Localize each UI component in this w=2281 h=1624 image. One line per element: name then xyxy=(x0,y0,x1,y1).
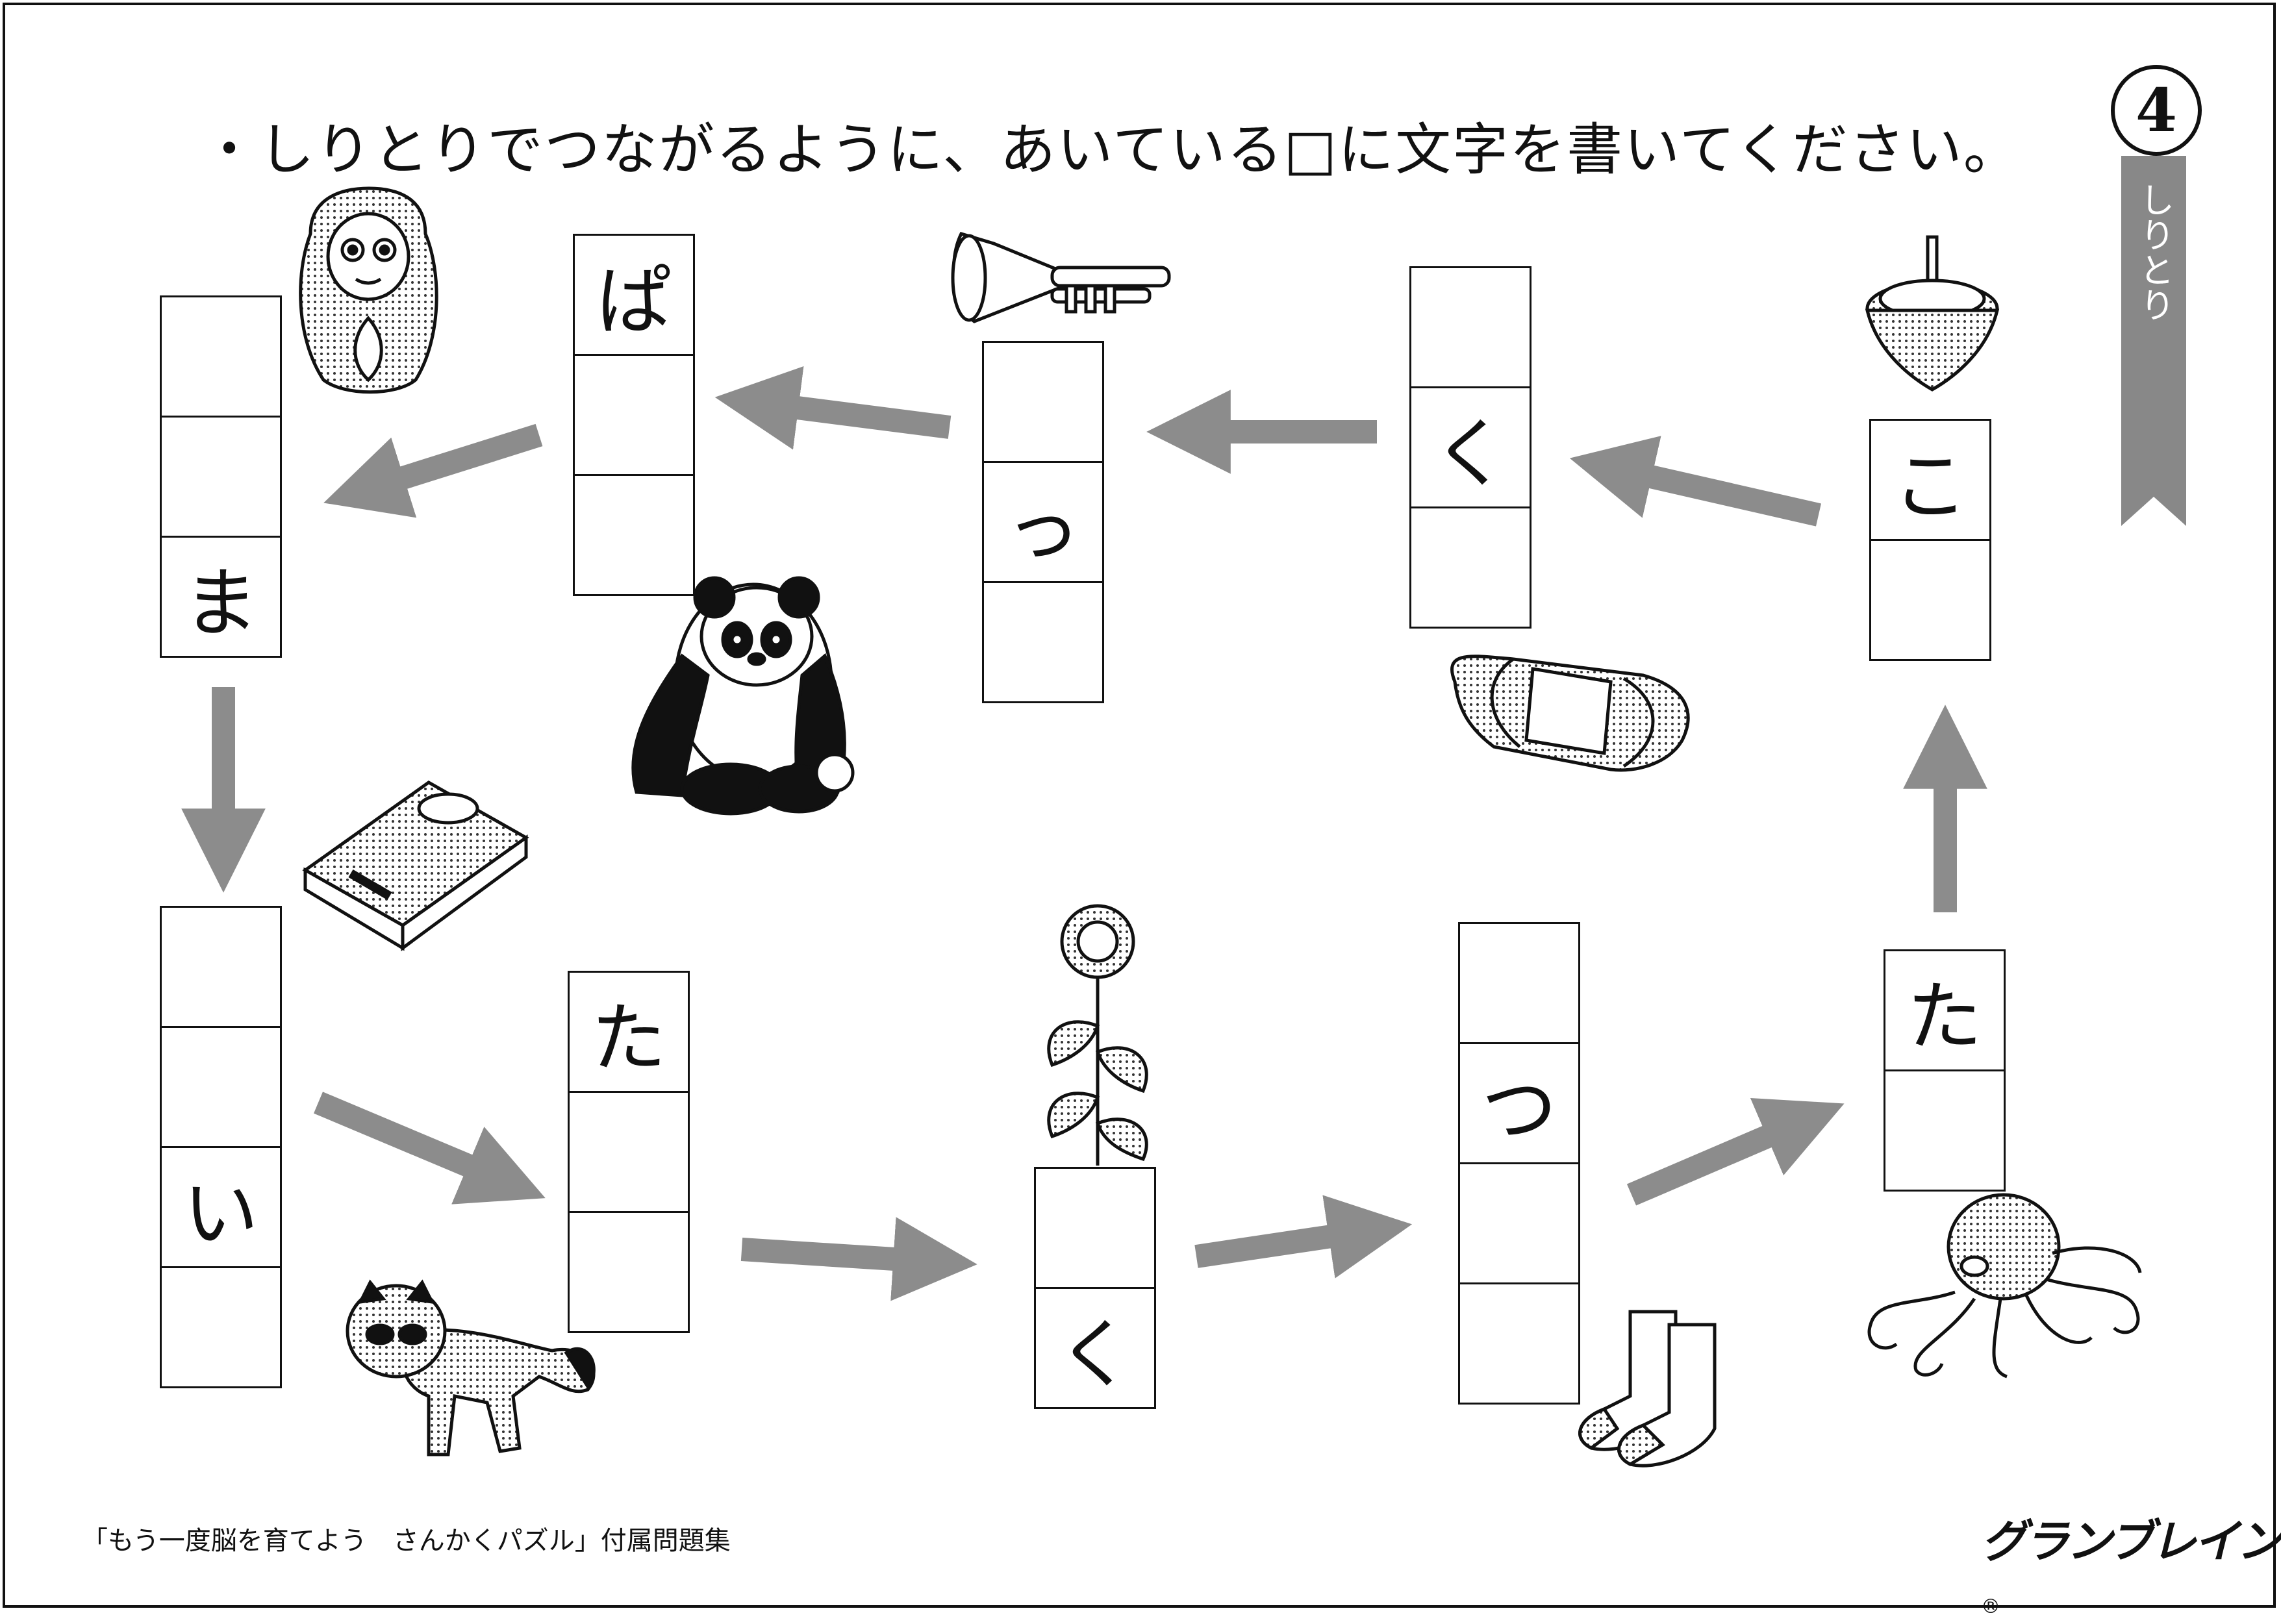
cutting-board-illustration xyxy=(302,781,529,951)
answer-cell[interactable] xyxy=(1458,1282,1580,1405)
answer-cell[interactable]: っ xyxy=(982,461,1104,583)
brand-logo: グランブレイン ® xyxy=(1981,1505,2281,1624)
answer-cell[interactable] xyxy=(982,341,1104,463)
answer-cell[interactable] xyxy=(1409,266,1531,388)
answer-cell[interactable] xyxy=(1869,539,1991,661)
answer-column-rappa: っ xyxy=(982,341,1104,703)
answer-cell[interactable] xyxy=(1458,922,1580,1044)
answer-column-futon: く xyxy=(1409,266,1531,629)
arrow-panda-to-daruma xyxy=(323,423,543,518)
answer-cell[interactable] xyxy=(160,416,282,538)
answer-column-kutsushita: つ xyxy=(1458,922,1580,1405)
arrow-kiku-to-kutsushita xyxy=(1194,1195,1413,1279)
answer-column-manaita: い xyxy=(160,906,282,1388)
answer-cell[interactable] xyxy=(160,295,282,418)
brand-logo-text: グランブレイン xyxy=(1981,1515,2281,1568)
instruction-text: ・しりとりでつながるように、あいている□に文字を書いてください。 xyxy=(201,118,2021,182)
page-number-badge: 4 xyxy=(2111,65,2202,156)
trumpet-illustration xyxy=(951,232,1171,323)
arrow-koma-to-futon xyxy=(1569,436,1822,527)
answer-cell[interactable] xyxy=(982,581,1104,703)
answer-cell[interactable]: い xyxy=(160,1146,282,1268)
socks-illustration xyxy=(1578,1310,1717,1468)
answer-column-kiku: く xyxy=(1034,1167,1156,1409)
chrysanthemum-illustration xyxy=(1047,904,1148,1166)
answer-cell[interactable]: つ xyxy=(1458,1042,1580,1164)
futon-illustration xyxy=(1450,655,1690,772)
answer-cell[interactable]: く xyxy=(1034,1287,1156,1409)
answer-cell[interactable] xyxy=(1884,1069,2006,1192)
answer-cell[interactable] xyxy=(568,1091,690,1213)
panda-illustration xyxy=(631,576,855,816)
answer-cell[interactable] xyxy=(568,1211,690,1333)
octopus-illustration xyxy=(1867,1193,2142,1379)
answer-cell[interactable] xyxy=(1034,1167,1156,1289)
arrow-manaita-to-tanuki xyxy=(314,1092,546,1205)
answer-cell[interactable]: ま xyxy=(160,536,282,658)
arrow-rappa-to-panda xyxy=(714,366,951,450)
brand-registered-mark: ® xyxy=(1981,1595,2000,1618)
answer-cell[interactable]: ぱ xyxy=(573,234,695,356)
answer-column-daruma: ま xyxy=(160,295,282,658)
answer-cell[interactable] xyxy=(1458,1162,1580,1284)
ribbon-tab xyxy=(2121,156,2186,526)
answer-cell[interactable]: た xyxy=(1884,949,2006,1071)
footer-source-text: 「もう一度脳を育てよう さんかくパズル」付属問題集 xyxy=(82,1526,731,1556)
answer-column-koma: こ xyxy=(1869,419,1991,661)
answer-column-panda: ぱ xyxy=(573,234,695,596)
arrow-kutsushita-to-tako xyxy=(1626,1098,1845,1206)
arrow-tanuki-to-kiku xyxy=(740,1217,977,1301)
answer-cell[interactable] xyxy=(573,474,695,596)
answer-cell[interactable]: こ xyxy=(1869,419,1991,541)
answer-column-tako: た xyxy=(1884,949,2006,1192)
tanuki-illustration xyxy=(346,1279,596,1456)
answer-cell[interactable] xyxy=(160,1026,282,1148)
answer-cell[interactable]: く xyxy=(1409,386,1531,508)
spinning-top-illustration xyxy=(1865,235,2000,392)
page-frame xyxy=(3,3,2276,1608)
answer-cell[interactable] xyxy=(1409,506,1531,629)
daruma-illustration xyxy=(299,186,438,394)
ribbon-tab-label: しりとり xyxy=(2134,182,2174,322)
answer-column-tanuki: た xyxy=(568,971,690,1333)
answer-cell[interactable] xyxy=(160,1266,282,1388)
